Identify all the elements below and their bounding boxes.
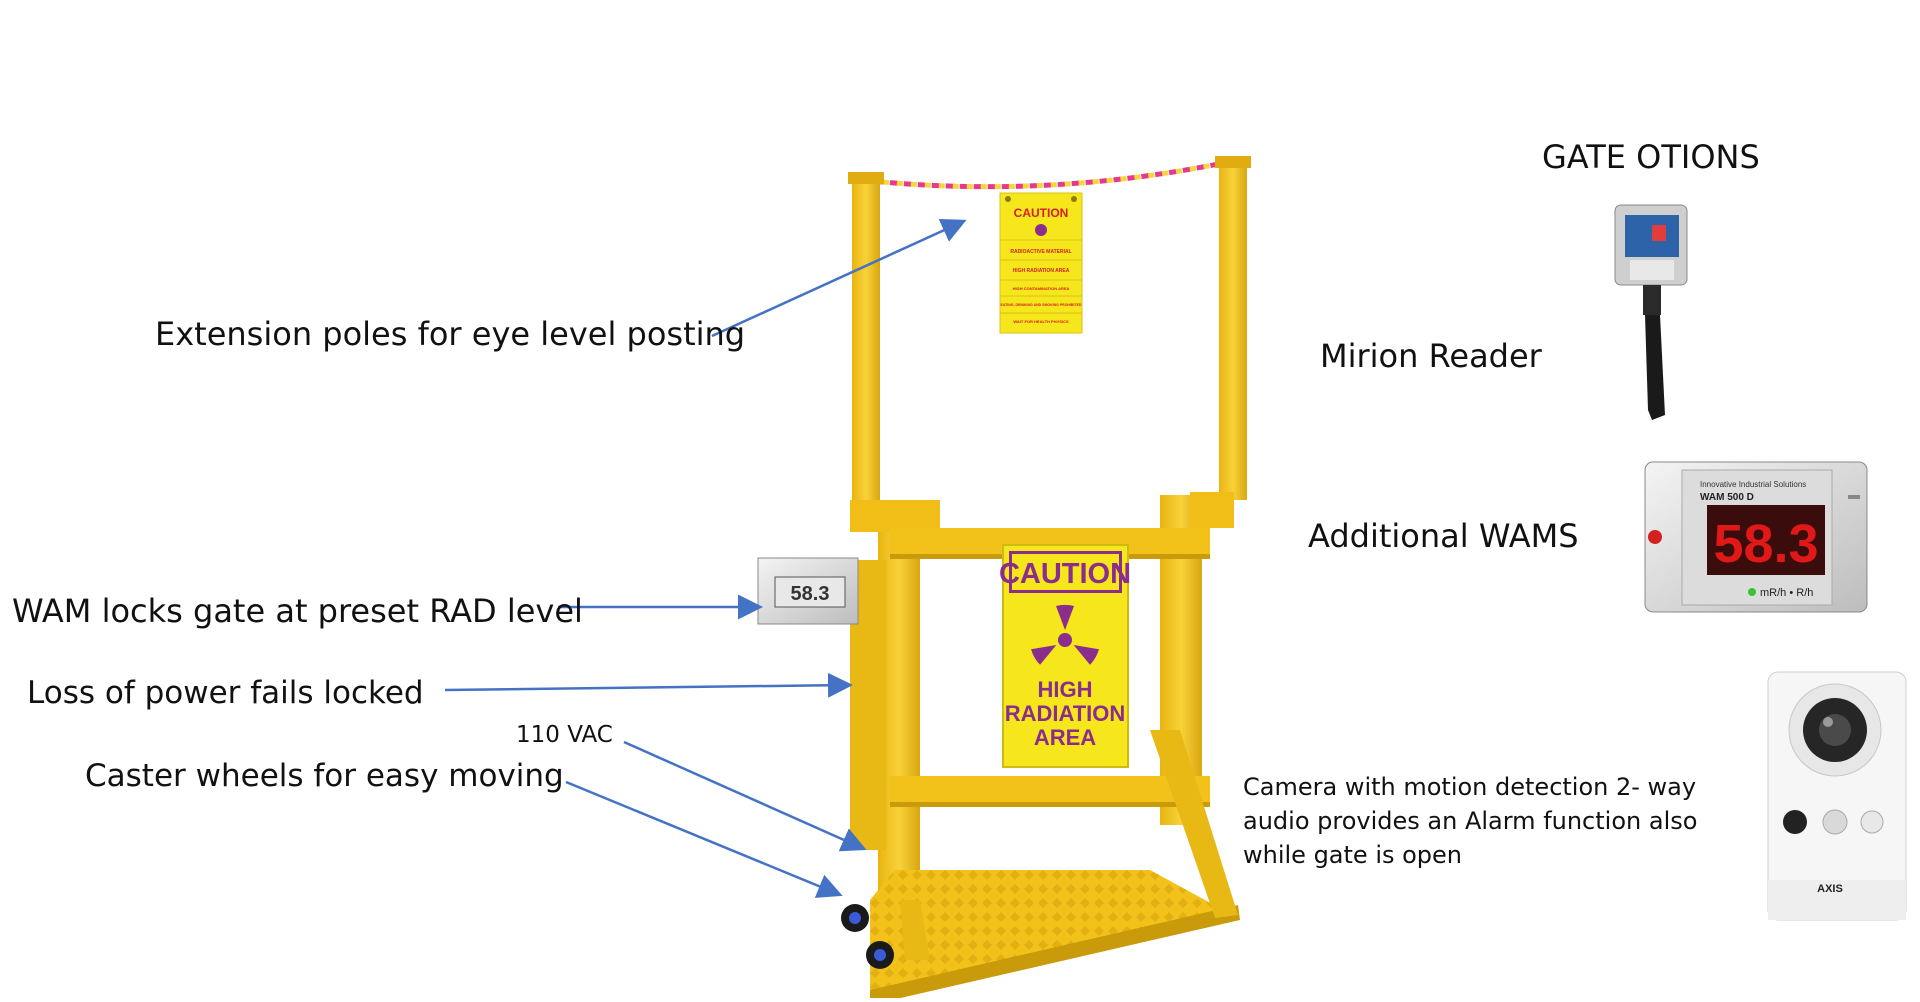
barrier-rope [861,157,1239,190]
camera-brand: AXIS [1817,883,1843,895]
gate-sign-caution: CAUTION [999,558,1131,590]
option-additional-wams: Additional WAMS [1308,517,1579,555]
right-extension-pole [1219,160,1247,500]
top-sign-row-2: HIGH RADIATION AREA [1013,268,1070,274]
gate-options-title: GATE OTIONS [1542,138,1760,176]
left-extension-pole [852,178,880,508]
top-sign-row-1: RADIOACTIVE MATERIAL [1010,249,1071,255]
wam-device: Innovative Industrial Solutions WAM 500 … [1644,461,1868,613]
gate-wam-display: 58.3 [757,557,859,625]
gate-sign-line-1: HIGH [1038,677,1093,702]
callout-110-vac: 110 VAC [516,722,613,748]
axis-camera: AXIS [1767,671,1907,921]
option-mirion-reader: Mirion Reader [1320,337,1542,375]
gate-caution-sign: CAUTION HIGH RADIATION AREA [999,544,1131,768]
arrow-loss-of-power [444,672,853,698]
callout-loss-of-power: Loss of power fails locked [27,675,424,711]
mirion-reader [1614,204,1688,420]
top-sign-caution: CAUTION [1014,206,1069,220]
gate-sign-line-3: AREA [1034,725,1096,750]
top-sign-row-5: WAIT FOR HEALTH PHYSICS [1013,319,1069,324]
gate-sign-line-2: RADIATION [1005,701,1126,726]
arrow-110-vac [623,740,867,852]
callout-wam-locks: WAM locks gate at preset RAD level [12,592,583,630]
radiation-trefoil-icon [1031,604,1099,665]
callout-caster-wheels: Caster wheels for easy moving [85,758,564,794]
bottom-crossbar [890,776,1210,806]
arrow-caster-wheels [565,780,843,898]
option-camera-description: Camera with motion detection 2- way audi… [1243,773,1698,869]
arrow-extension-poles [711,218,967,338]
top-sign-row-4: EATING, DRINKING AND SMOKING PROHIBITED [1001,303,1082,307]
wam-device-units: mR/h • R/h [1760,587,1813,599]
caster-wheel-front [841,904,869,932]
callout-arrows [444,218,967,898]
gate-wam-reading: 58.3 [791,583,830,605]
wam-device-brand: Innovative Industrial Solutions [1700,480,1806,489]
top-caution-sign: CAUTION RADIOACTIVE MATERIAL HIGH RADIAT… [999,192,1083,334]
top-sign-row-3: HIGH CONTAMINATION AREA [1013,286,1070,291]
gate [841,156,1251,1002]
wam-device-model: WAM 500 D [1700,492,1754,503]
callout-extension-poles: Extension poles for eye level posting [155,315,746,353]
caster-wheel-back [866,941,894,969]
wam-device-reading: 58.3 [1713,514,1818,574]
